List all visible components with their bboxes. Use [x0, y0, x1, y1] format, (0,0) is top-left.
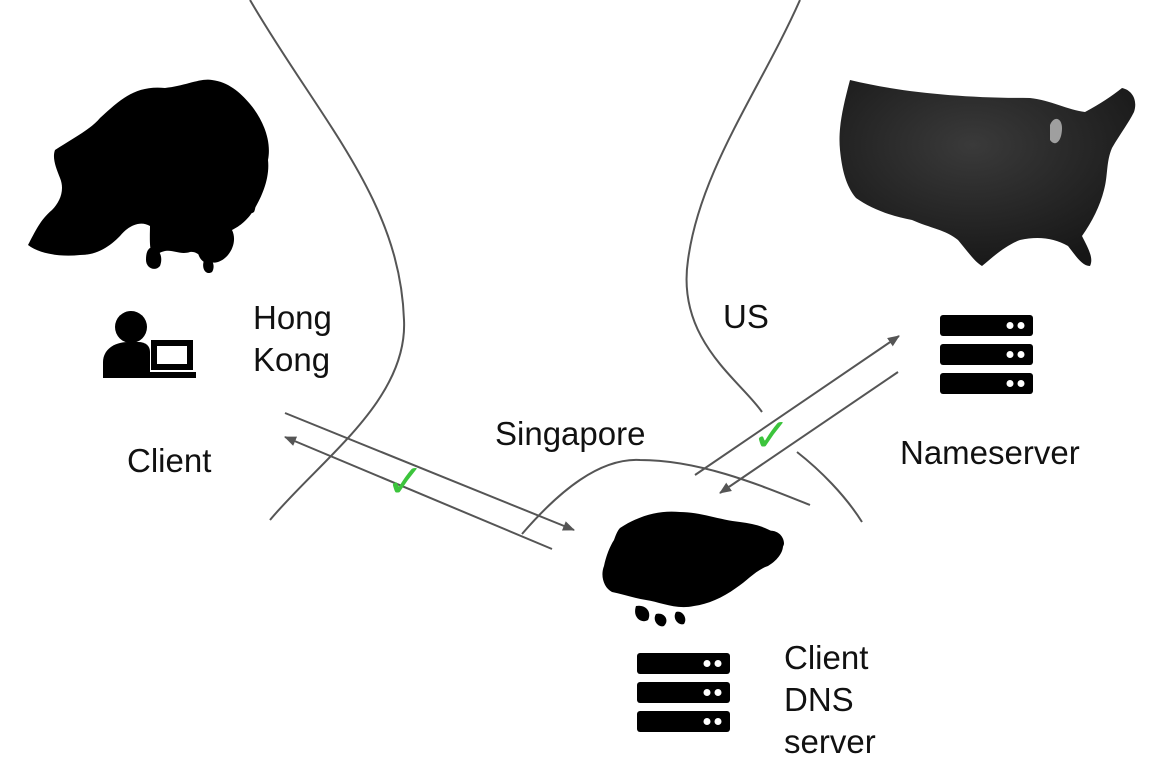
arrow-dns-to-nameserver — [694, 335, 900, 476]
label-hong-kong-line2: Kong — [253, 341, 331, 378]
border-singapore — [521, 458, 811, 535]
label-client-dns-line2: DNS — [784, 681, 854, 718]
check-icon: ✓ — [386, 454, 425, 508]
singapore-map — [602, 511, 784, 627]
border-us-singapore — [685, 0, 863, 523]
label-singapore: Singapore — [495, 415, 646, 452]
arrow-dns-to-client — [284, 436, 553, 550]
us-map — [839, 80, 1136, 266]
border-hongkong-singapore — [249, 0, 406, 521]
arrow-client-to-dns — [284, 412, 575, 531]
check-icon: ✓ — [752, 408, 791, 462]
hong-kong-map — [28, 79, 269, 274]
label-client: Client — [127, 442, 212, 479]
label-nameserver: Nameserver — [900, 434, 1080, 471]
label-client-dns-line3: server — [784, 723, 876, 760]
label-client-dns-server: Client DNS server — [784, 637, 876, 763]
label-us: US — [723, 298, 769, 335]
server-icon — [940, 315, 1033, 394]
arrow-nameserver-to-dns — [719, 371, 899, 494]
label-hong-kong-line1: Hong — [253, 299, 332, 336]
label-hong-kong: Hong Kong — [253, 297, 332, 381]
server-icon — [637, 653, 730, 732]
client-computer-icon — [103, 311, 196, 378]
label-client-dns-line1: Client — [784, 639, 869, 676]
